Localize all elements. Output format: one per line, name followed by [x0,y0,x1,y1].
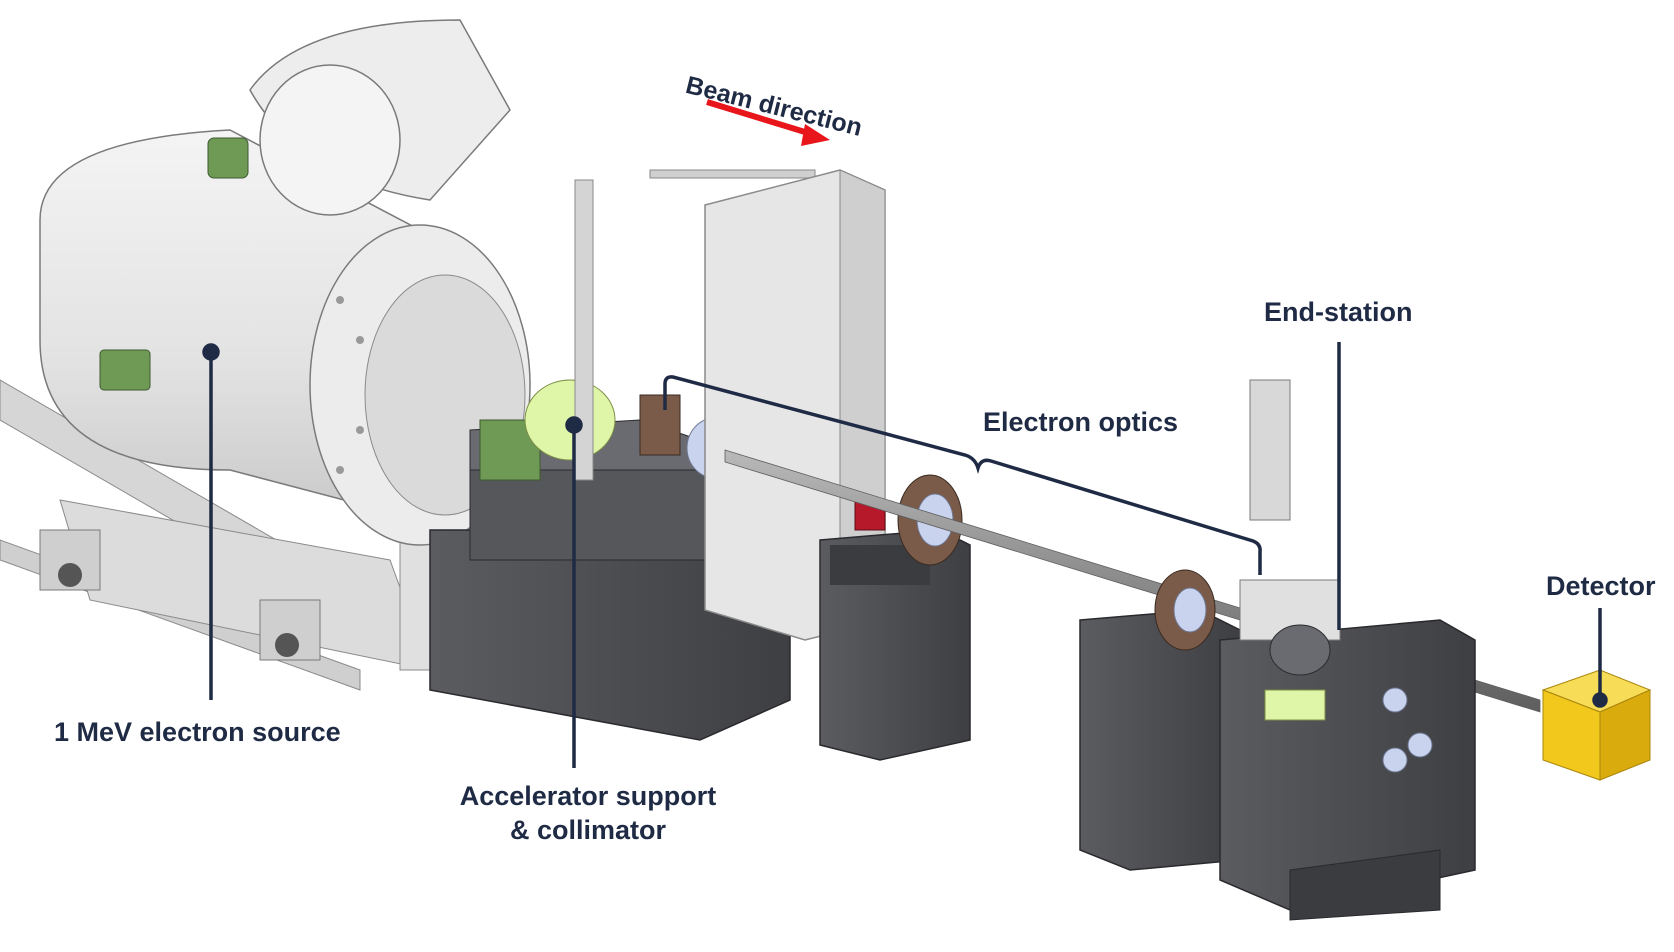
accelerator-label: Accelerator support & collimator [438,780,738,848]
end-station-assembly [1079,379,1476,921]
electron-optics-brace [663,375,1262,575]
accelerator-label-line2: & collimator [509,814,667,845]
cabinet [704,169,886,641]
detector-label: Detector [1546,571,1656,601]
beam-direction-arrow [706,99,830,146]
electron-source-label: 1 MeV electron source [54,717,341,747]
leader-lines [202,342,1608,768]
mid-support-assembly [819,474,971,761]
accelerator-label-line1: Accelerator support [459,781,717,811]
electron-optics-label: Electron optics [983,407,1179,437]
end-station-label: End-station [1264,297,1413,327]
detector-cube [1541,669,1652,781]
